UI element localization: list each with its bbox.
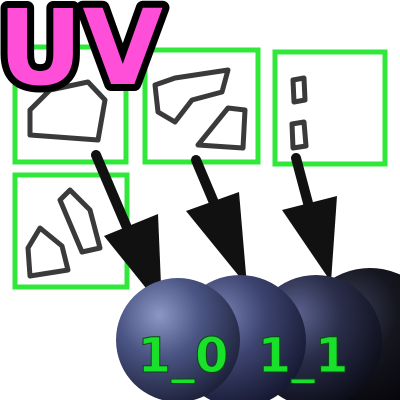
uv-island-shape [25,225,71,279]
uv-island-shape [57,187,103,255]
sphere-labels: 1_0 1_1 [137,328,349,385]
arrow-3 [282,153,337,282]
uv-tile-grid [12,44,388,290]
uv-islands [25,67,309,279]
arrow-2 [186,155,247,286]
uv-island-shape [27,79,108,143]
uv-island-shape [195,105,248,151]
uv-island-shape [152,67,231,125]
sphere-1 [116,278,240,400]
arrow-1 [91,150,162,308]
sphere-label-1-0: 1_0 [138,328,229,384]
sphere-label-1-1: 1_1 [258,328,349,384]
uv-island-shape [290,75,308,105]
uv-tile-top-right [272,49,388,167]
title-group: UV [0,0,170,116]
arrows [91,150,337,308]
sphere-row [116,268,400,400]
uv-island-shape [289,119,309,151]
uv-title: UV [0,0,163,109]
